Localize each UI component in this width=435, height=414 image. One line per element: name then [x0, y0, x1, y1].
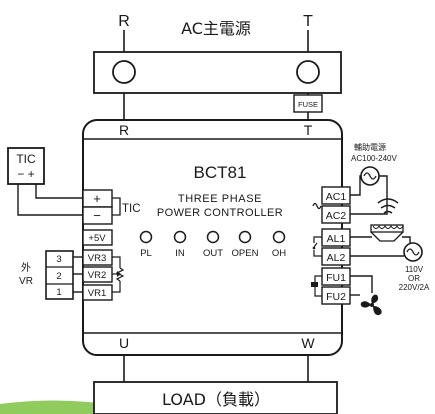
aux-power-label: AC100-240V — [351, 154, 397, 163]
led-pl-label: PL — [140, 248, 152, 259]
controller-subtitle-line1: THREE PHASE — [178, 193, 262, 205]
tic-wire-plus — [35, 184, 83, 199]
potentiometer-icon — [112, 256, 125, 293]
terminal-fu1-label: FU1 — [326, 272, 346, 284]
terminal-ac2-label: AC2 — [326, 210, 347, 222]
tic-wire-minus — [17, 184, 83, 216]
led-out-label: OUT — [203, 248, 223, 259]
led-pl-indicator — [139, 230, 153, 244]
led-in-indicator — [173, 230, 187, 244]
load-label: LOAD（負載） — [162, 390, 270, 409]
controller-subtitle-line2: POWER CONTROLLER — [157, 207, 283, 219]
terminal-screw-t — [296, 60, 320, 84]
terminal-5v-label: +5V — [88, 233, 106, 244]
terminal-al2-label: AL2 — [327, 252, 346, 264]
tic-controller: TIC − + — [7, 147, 83, 216]
external-vr-pin-1: 1 — [56, 287, 61, 298]
ac-symbol-icon — [312, 202, 322, 210]
tic-input-label: TIC — [122, 203, 141, 215]
terminal-al1-label: AL1 — [327, 233, 346, 245]
terminal-vr3-label: VR3 — [88, 253, 106, 264]
left-terminal-strip: + − TIC +5V VR3 VR2 VR1 — [82, 189, 141, 301]
terminal-vr2-label: VR2 — [88, 270, 106, 281]
ac-source-icon — [360, 166, 380, 186]
led-out-indicator — [206, 230, 220, 244]
decorative-green-swoosh — [0, 400, 120, 414]
load-box — [93, 381, 338, 414]
terminal-5v — [82, 229, 113, 246]
led-row: PL IN OUT OPEN OH — [139, 230, 286, 259]
tic-box — [7, 147, 45, 185]
power-title: AC主電源 — [181, 19, 251, 38]
right-terminal-strip: AC1 AC2 AL1 AL2 FU1 FU2 — [311, 186, 351, 305]
fan-wire-fu1 — [350, 275, 373, 293]
alarm-voltage-line2: OR — [408, 274, 420, 283]
led-open-indicator — [238, 230, 252, 244]
controller-terminal-t: T — [304, 122, 313, 138]
tic-box-signs: − + — [17, 167, 34, 181]
controller-terminal-u: U — [119, 335, 129, 351]
alarm-voltage-line1: 110V — [405, 265, 424, 274]
terminal-fu2-label: FU2 — [326, 291, 346, 303]
led-open-label: OPEN — [232, 248, 259, 259]
external-vr-pin-3: 3 — [56, 254, 61, 265]
aux-wire-ac2 — [350, 175, 388, 215]
power-terminal-t: T — [303, 13, 313, 30]
thermal-switch-icon — [311, 275, 322, 297]
external-vr-label-cn: 外 — [21, 262, 31, 274]
controller-model: BCT81 — [194, 163, 247, 182]
terminal-plus-label: + — [93, 191, 101, 206]
controller-terminal-w: W — [301, 335, 315, 351]
terminal-screw-r — [112, 60, 136, 84]
terminal-vr1-label: VR1 — [88, 288, 106, 299]
terminal-ac1-label: AC1 — [326, 191, 347, 203]
led-oh-label: OH — [272, 248, 286, 259]
fuse-label: FUSE — [298, 100, 318, 109]
external-vr-pin-2: 2 — [56, 271, 61, 282]
terminal-minus-label: − — [93, 208, 101, 223]
alarm-ac-source-icon — [403, 242, 423, 262]
aux-wire-ac1 — [350, 175, 361, 196]
tic-bracket — [112, 197, 121, 216]
aux-power: 輔助電源 AC100-240V — [350, 142, 397, 215]
relay-contact-icon — [312, 236, 322, 257]
tic-box-label: TIC — [16, 152, 36, 166]
aux-power-label-cn: 輔助電源 — [354, 142, 386, 152]
external-vr-label: VR — [19, 276, 33, 287]
power-terminal-r: R — [118, 13, 130, 30]
buzzer-icon — [370, 198, 404, 242]
controller-terminal-r: R — [119, 122, 129, 138]
alarm-wire-buzzer — [402, 236, 411, 243]
fan-icon — [360, 294, 382, 316]
led-in-label: IN — [175, 248, 185, 259]
external-vr-box — [45, 250, 74, 300]
led-oh-indicator — [272, 230, 286, 244]
external-vr: 外 VR 3 2 1 — [19, 250, 83, 300]
alarm-voltage-line3: 220V/2A — [399, 283, 430, 292]
